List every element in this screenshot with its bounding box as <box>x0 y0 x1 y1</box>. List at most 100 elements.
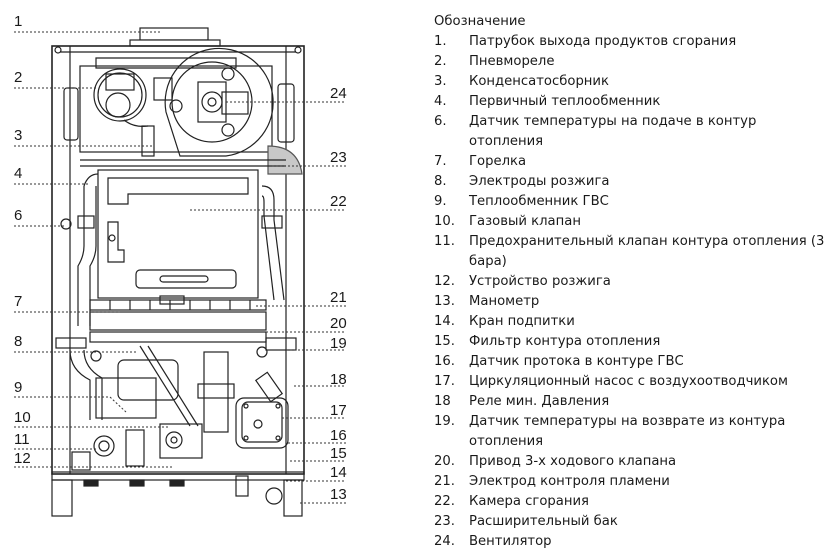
legend-item: 19.Датчик температуры на возврате из кон… <box>434 412 826 452</box>
legend-item-text: Датчик протока в контуре ГВС <box>469 354 684 369</box>
legend-item-text: Камера сгорания <box>469 494 589 509</box>
lower-plumbing <box>55 337 297 427</box>
condensate-collector <box>123 119 155 157</box>
legend-item-number: 23. <box>434 514 455 529</box>
boiler-drawing <box>14 27 346 517</box>
callout-10: 10 <box>14 409 31 426</box>
legend-item: 18 Реле мин. Давления <box>434 392 826 412</box>
legend-item: 1. Патрубок выхода продуктов сгорания <box>434 32 826 52</box>
boiler-diagram: 1 2 3 4 6 7 8 9 10 11 12 24 23 22 21 20 … <box>14 14 347 517</box>
legend-item-number: 10. <box>434 214 455 229</box>
legend-item: 15. Фильтр контура отопления <box>434 332 826 352</box>
callout-12: 12 <box>14 450 31 467</box>
dhw-heat-exchanger <box>95 377 157 419</box>
legend-item: 23. Расширительный бак <box>434 512 826 532</box>
legend-item-number: 17. <box>434 374 455 389</box>
right-handle <box>277 83 295 143</box>
legend-item-text: Предохранительный клапан контура отоплен… <box>469 234 825 269</box>
legend-item-text: Привод 3-х ходового клапана <box>469 454 677 469</box>
legend-item: 22. Камера сгорания <box>434 492 826 512</box>
legend-item-text: Циркуляционный насос с воздухоотводчиком <box>469 374 788 389</box>
min-pressure-switch <box>254 371 284 403</box>
legend-item: 17. Циркуляционный насос с воздухоотводчи… <box>434 372 826 392</box>
legend-item-number: 7. <box>434 154 447 169</box>
callout-11: 11 <box>14 431 30 448</box>
callout-7: 7 <box>14 293 23 310</box>
legend-item-text: Конденсатосборник <box>469 74 609 89</box>
legend-item-text: Устройство розжига <box>469 274 611 289</box>
callout-9: 9 <box>14 379 23 396</box>
legend-item-number: 1. <box>434 34 447 49</box>
callout-6: 6 <box>14 207 23 224</box>
pressure-switch <box>93 68 173 122</box>
legend-item-number: 12. <box>434 274 455 289</box>
flow-sensor-clip <box>77 215 95 229</box>
legend-item-number: 15. <box>434 334 455 349</box>
legend-item: 6. Датчик температуры на подаче в контур … <box>434 112 826 152</box>
legend-item-text: Датчик температуры на возврате из контур… <box>469 414 786 449</box>
callout-17: 17 <box>330 402 347 419</box>
legend-item-number: 18 <box>434 394 451 409</box>
legend-item-text: Расширительный бак <box>469 514 618 529</box>
callout-14: 14 <box>330 464 347 481</box>
legend-item: 12. Устройство розжига <box>434 272 826 292</box>
callout-4: 4 <box>14 165 23 182</box>
callout-8: 8 <box>14 333 23 350</box>
manometer-dial <box>265 487 283 505</box>
legend-item: 9. Теплообменник ГВС <box>434 192 826 212</box>
legend-item-text: Фильтр контура отопления <box>469 334 661 349</box>
legend: Обозначение 1. Патрубок выхода продуктов … <box>434 12 826 552</box>
fan <box>164 47 274 157</box>
callout-2: 2 <box>14 69 23 86</box>
callout-16: 16 <box>330 427 347 444</box>
legend-item: 3.Конденсатосборник <box>434 72 826 92</box>
circulation-pump <box>235 397 289 449</box>
legend-item-number: 11. <box>434 234 455 249</box>
safety-valve <box>93 429 145 467</box>
legend-item-number: 14. <box>434 314 455 329</box>
callout-13: 13 <box>330 486 347 503</box>
bottom-connectors <box>51 471 305 517</box>
legend-item: 24.Вентилятор <box>434 532 826 552</box>
legend-item-text: Теплообменник ГВС <box>469 194 609 209</box>
callout-22: 22 <box>330 193 347 210</box>
legend-item: 21.Электрод контроля пламени <box>434 472 826 492</box>
legend-item: 14. Кран подпитки <box>434 312 826 332</box>
legend-item-text: Электроды розжига <box>469 174 610 189</box>
legend-item-text: Газовый клапан <box>469 214 581 229</box>
legend-item-number: 2. <box>434 54 447 69</box>
legend-list: 1. Патрубок выхода продуктов сгорания 2.Пн… <box>434 32 826 552</box>
burner <box>89 295 267 343</box>
legend-item: 13.Манометр <box>434 292 826 312</box>
legend-item: 11. Предохранительный клапан контура отоп… <box>434 232 826 272</box>
legend-item-text: Манометр <box>469 294 540 309</box>
callout-19: 19 <box>330 335 347 352</box>
legend-item: 16.Датчик протока в контуре ГВС <box>434 352 826 372</box>
callout-23: 23 <box>330 149 347 166</box>
legend-item-number: 8. <box>434 174 447 189</box>
legend-item-text: Кран подпитки <box>469 314 575 329</box>
legend-item: 2.Пневмореле <box>434 52 826 72</box>
combustion-chamber <box>97 169 259 299</box>
legend-item-number: 22. <box>434 494 455 509</box>
flow-pipe <box>60 173 99 326</box>
legend-item-number: 4. <box>434 94 447 109</box>
legend-item-text: Реле мин. Давления <box>469 394 610 409</box>
legend-item-text: Горелка <box>469 154 527 169</box>
return-pipe <box>261 185 285 301</box>
legend-item-text: Патрубок выхода продуктов сгорания <box>469 34 737 49</box>
callout-20: 20 <box>330 315 347 332</box>
gas-valve <box>159 351 235 459</box>
legend-item-number: 20. <box>434 454 455 469</box>
legend-item: 8. Электроды розжига <box>434 172 826 192</box>
callout-leaders <box>14 31 346 504</box>
callout-15: 15 <box>330 445 347 462</box>
legend-item-number: 9. <box>434 194 447 209</box>
legend-item-text: Электрод контроля пламени <box>469 474 670 489</box>
legend-item-text: Первичный теплообменник <box>469 94 661 109</box>
legend-title: Обозначение <box>434 14 526 29</box>
legend-item-text: Датчик температуры на подаче в контур от… <box>469 114 757 149</box>
legend-item-number: 24. <box>434 534 455 549</box>
legend-item: 20. Привод 3-х ходового клапана <box>434 452 826 472</box>
legend-item-number: 6. <box>434 114 447 129</box>
